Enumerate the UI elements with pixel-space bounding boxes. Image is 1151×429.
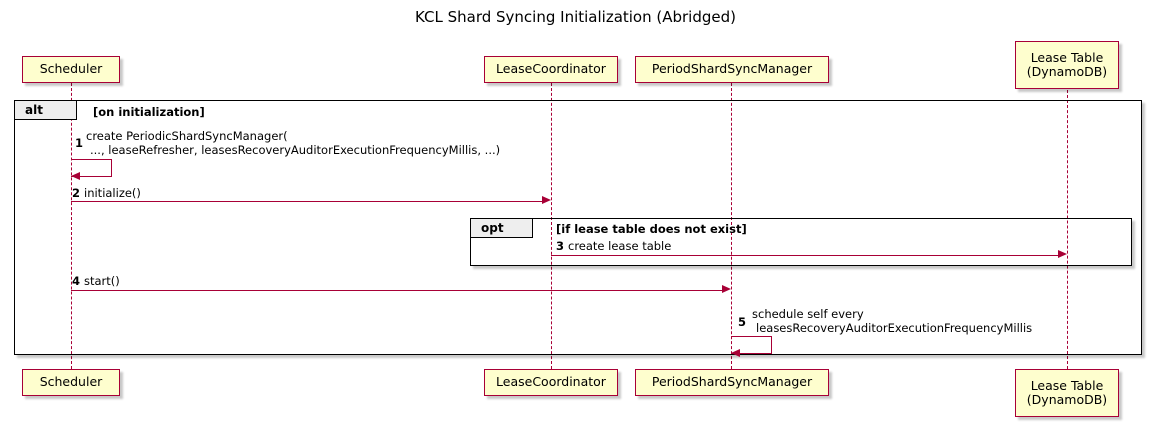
participant-label: PeriodShardSyncManager <box>651 61 813 77</box>
participant-lease-table-bottom[interactable]: Lease Table (DynamoDB) <box>1015 369 1119 417</box>
lifeline-scheduler <box>71 83 72 369</box>
message-4-number: 4 <box>72 274 81 288</box>
message-5-text-line2: leasesRecoveryAuditorExecutionFrequencyM… <box>756 321 1033 335</box>
participant-period-shard-sync-manager-bottom[interactable]: PeriodShardSyncManager <box>635 369 829 396</box>
fragment-opt-guard: [if lease table does not exist] <box>556 222 747 236</box>
participant-label: Scheduler <box>39 61 103 77</box>
lifeline-lease-table <box>1067 90 1068 369</box>
participant-label: Lease Table <box>1030 377 1104 393</box>
participant-label: PeriodShardSyncManager <box>651 374 813 390</box>
participant-label: LeaseCoordinator <box>496 374 606 390</box>
message-5-self-loop <box>731 336 772 354</box>
message-4-text: start() <box>84 274 120 288</box>
message-4-line <box>71 290 723 291</box>
fragment-alt <box>14 100 1142 355</box>
message-1-text-line2: ..., leaseRefresher, leasesRecoveryAudit… <box>90 143 501 157</box>
message-1-text-line1: create PeriodicShardSyncManager( <box>86 129 288 143</box>
participant-scheduler-top[interactable]: Scheduler <box>22 56 120 83</box>
fragment-opt <box>470 218 1132 266</box>
participant-lease-coordinator-bottom[interactable]: LeaseCoordinator <box>484 369 618 396</box>
message-2-text: initialize() <box>84 186 141 200</box>
fragment-alt-tab: alt <box>15 101 77 120</box>
participant-period-shard-sync-manager-top[interactable]: PeriodShardSyncManager <box>635 56 829 83</box>
participant-label: LeaseCoordinator <box>496 61 606 77</box>
participant-lease-table-top[interactable]: Lease Table (DynamoDB) <box>1015 41 1119 89</box>
fragment-alt-guard: [on initialization] <box>93 105 205 119</box>
message-3-text: create lease table <box>568 239 672 253</box>
message-2-arrowhead <box>542 196 551 204</box>
participant-label-line2: (DynamoDB) <box>1026 64 1108 79</box>
message-4-arrowhead <box>722 285 731 293</box>
message-3-number: 3 <box>556 239 565 253</box>
participant-lease-coordinator-top[interactable]: LeaseCoordinator <box>484 56 618 83</box>
message-3-arrowhead <box>1058 250 1067 258</box>
message-2-number: 2 <box>72 186 81 200</box>
message-1-number: 1 <box>75 136 84 150</box>
fragment-alt-operator: alt <box>25 103 43 117</box>
fragment-opt-tab: opt <box>471 219 533 238</box>
participant-label: Scheduler <box>39 374 103 390</box>
lifeline-lease-coordinator <box>551 83 552 369</box>
message-2-line <box>71 201 543 202</box>
message-5-text-line1: schedule self every <box>752 307 864 321</box>
participant-label: Lease Table <box>1030 49 1104 65</box>
message-5-number: 5 <box>738 315 747 329</box>
message-3-line <box>551 255 1059 256</box>
fragment-opt-operator: opt <box>481 221 504 235</box>
message-5-arrowhead <box>731 349 740 357</box>
participant-scheduler-bottom[interactable]: Scheduler <box>22 369 120 396</box>
diagram-title: KCL Shard Syncing Initialization (Abridg… <box>415 8 736 26</box>
participant-label-line2: (DynamoDB) <box>1026 392 1108 407</box>
lifeline-period-shard-sync-manager <box>731 83 732 369</box>
message-1-arrowhead <box>71 172 80 180</box>
message-1-self-loop <box>71 159 112 177</box>
